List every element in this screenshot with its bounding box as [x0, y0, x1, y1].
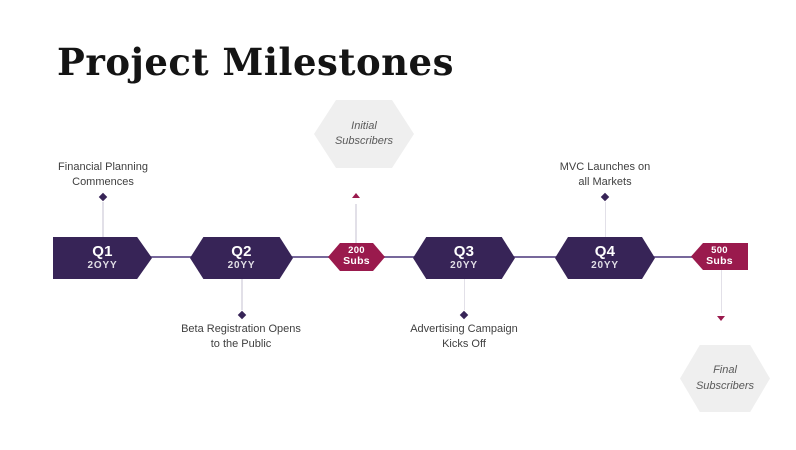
- leader-line-200-subs: [355, 204, 357, 243]
- triangle-marker-initial-subscribers: [351, 193, 360, 198]
- diamond-marker-financial: [98, 192, 108, 202]
- leader-line-q2: [241, 279, 243, 310]
- annotation-mvc-launches: MVC Launches on all Markets: [559, 161, 651, 188]
- milestone-200-subs-label: Subs: [343, 255, 370, 268]
- milestone-q1-year: 2OYY: [87, 260, 118, 272]
- diamond-marker-mvc: [600, 192, 610, 202]
- milestone-200-subs: 200 Subs: [328, 243, 385, 271]
- milestone-q3-year: 20YY: [450, 260, 478, 272]
- diamond-marker-beta: [237, 310, 247, 320]
- leader-line-q1: [102, 202, 104, 237]
- callout-initial-subscribers: Initial Subscribers: [314, 100, 414, 168]
- milestone-500-subs-label: Subs: [706, 254, 733, 267]
- milestone-q1-label: Q1: [92, 243, 113, 261]
- milestone-q2-label: Q2: [231, 243, 252, 261]
- diamond-marker-advertising: [459, 310, 469, 320]
- milestone-q4-year: 20YY: [591, 260, 619, 272]
- triangle-marker-final-subscribers: [717, 316, 725, 321]
- milestone-q2: Q2 20YY: [190, 237, 293, 279]
- milestone-500-subs: 500 Subs: [691, 243, 748, 270]
- milestone-q1: Q1 2OYY: [53, 237, 152, 279]
- milestone-200-subs-count: 200: [348, 245, 365, 256]
- annotation-advertising-campaign: Advertising Campaign Kicks Off: [410, 323, 518, 350]
- milestone-q4-label: Q4: [594, 243, 616, 261]
- page-title: Project Milestones: [57, 40, 454, 84]
- leader-line-q4: [604, 202, 606, 237]
- annotation-financial-planning: Financial Planning Commences: [58, 161, 148, 188]
- milestone-q4: Q4 20YY: [555, 237, 655, 279]
- milestone-500-subs-count: 500: [711, 244, 728, 256]
- leader-line-q3: [463, 279, 465, 310]
- milestone-q3: Q3 20YY: [413, 237, 515, 279]
- milestone-q3-label: Q3: [453, 243, 475, 261]
- annotation-beta-registration: Beta Registration Opens to the Public: [181, 323, 301, 350]
- callout-final-subscribers: Final Subscribers: [680, 345, 770, 412]
- milestone-q2-year: 20YY: [227, 260, 256, 272]
- leader-line-500-subs: [720, 270, 722, 313]
